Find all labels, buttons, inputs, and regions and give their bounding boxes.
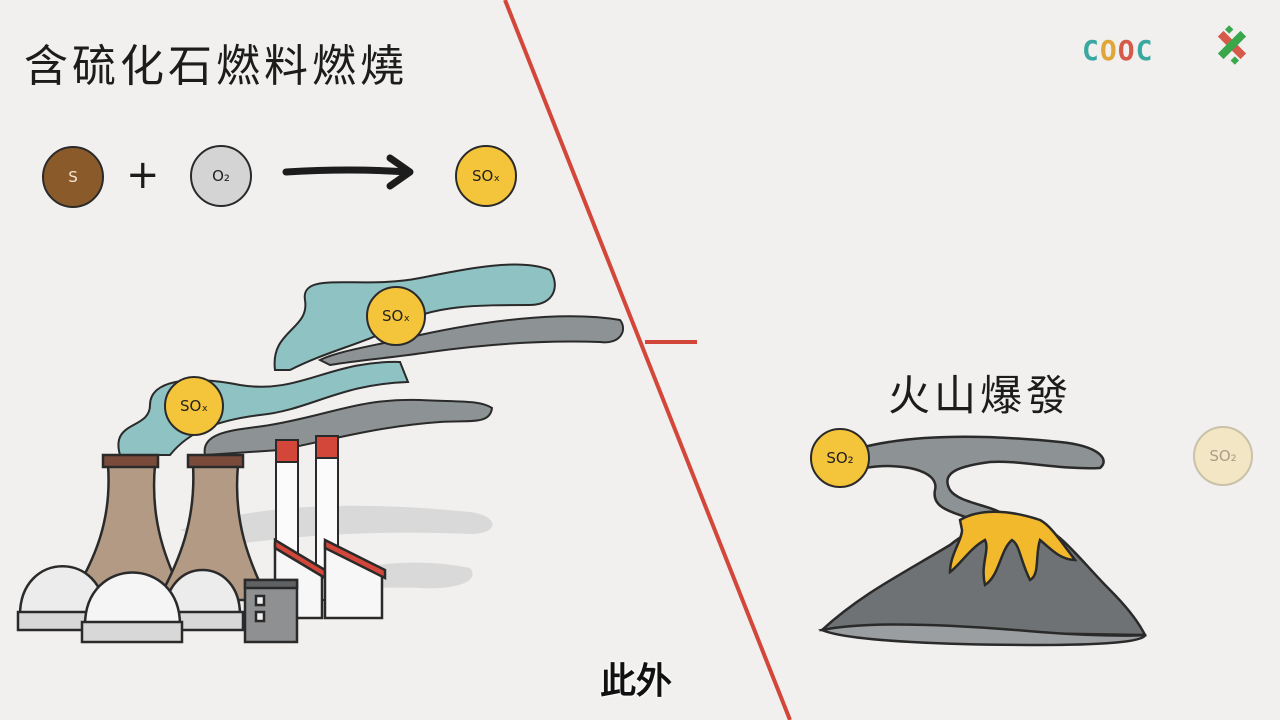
cooling-tower [67, 453, 271, 602]
oxygen-ball: O₂ [190, 145, 252, 207]
logo-letter: O [1099, 34, 1118, 67]
logo-letter: C [1082, 34, 1100, 67]
page-title: 含硫化石燃料燃燒 [24, 41, 408, 92]
volcano [817, 435, 1148, 647]
subtitle-caption: 此外 [600, 661, 673, 702]
plus-sign: + [126, 152, 160, 198]
brand-logo: COOC [1082, 34, 1153, 67]
floating-so2-label: SO₂ [1193, 426, 1253, 486]
smoke-sox-label: SOₓ [164, 376, 224, 436]
reaction-arrow-icon [282, 154, 414, 190]
divider-line [503, 0, 792, 720]
volcano-so2-label: SO₂ [810, 428, 870, 488]
logo-letter: O [1117, 34, 1136, 67]
logo-letter: C [1135, 34, 1154, 67]
factory-buildings [243, 537, 387, 644]
volcano-title: 火山爆發 [888, 371, 1073, 420]
sulfur-ball: S [42, 146, 104, 208]
smoke-sox-label: SOₓ [366, 286, 426, 346]
storage-domes [16, 565, 245, 644]
sulfur-oxide-ball: SOₓ [455, 145, 517, 207]
